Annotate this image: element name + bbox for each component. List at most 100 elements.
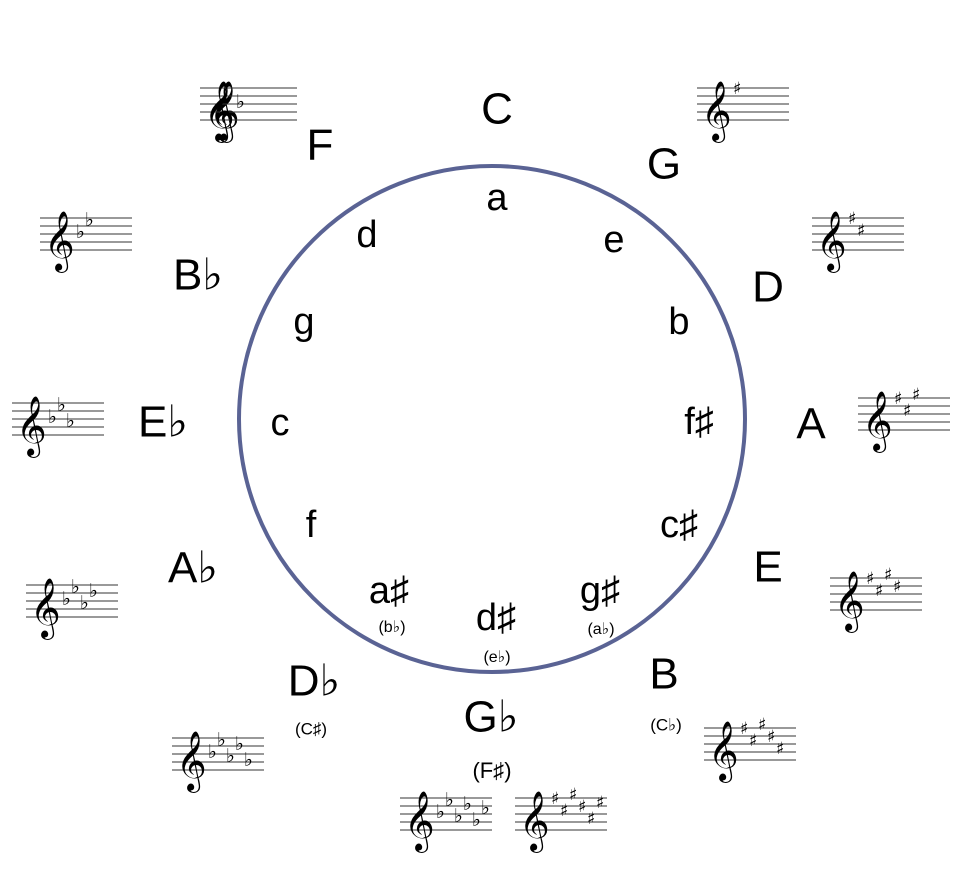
sharp-accidental-icon: ♯ (893, 577, 901, 597)
flat-accidental-icon: ♭ (85, 209, 94, 231)
sharp-accidental-icon: ♯ (587, 809, 595, 829)
treble-clef-icon: 𝄞 (701, 81, 732, 143)
major-key-db: D♭ (288, 657, 341, 706)
sharp-accidental-icon: ♯ (569, 785, 577, 805)
sharp-accidental-icon: ♯ (740, 719, 748, 739)
sharp-accidental-icon: ♯ (560, 801, 568, 821)
major-key-bb: B♭ (173, 251, 223, 300)
major-key-f: F (307, 121, 334, 170)
minor-key-fs: f♯ (684, 401, 714, 443)
flat-accidental-icon: ♭ (71, 576, 80, 598)
flat-accidental-icon: ♭ (454, 805, 463, 827)
minor-key-as: a♯ (369, 570, 409, 612)
sharp-accidental-icon: ♯ (596, 793, 604, 813)
flat-accidental-icon: ♭ (62, 588, 71, 610)
minor-key-cs: c♯ (660, 504, 698, 546)
treble-clef-icon: 𝄞 (204, 81, 235, 143)
sharp-accidental-icon: ♯ (733, 79, 741, 99)
flat-accidental-icon: ♭ (244, 749, 253, 771)
flat-accidental-icon: ♭ (472, 809, 481, 831)
sharp-accidental-icon: ♯ (758, 715, 766, 735)
staff-b: 𝄞♯♯♯♯♯ (704, 715, 796, 783)
minor-key-d: d (356, 214, 377, 256)
treble-clef-icon: 𝄞 (862, 391, 893, 453)
flat-accidental-icon: ♭ (481, 797, 490, 819)
minor-key-g: g (293, 301, 314, 343)
flat-accidental-icon: ♭ (80, 592, 89, 614)
flat-accidental-icon: ♭ (57, 394, 66, 416)
flat-accidental-icon: ♭ (66, 410, 75, 432)
sharp-accidental-icon: ♯ (848, 209, 856, 229)
minor-key-alt-ds: (e♭) (483, 649, 510, 666)
staff-eb: 𝄞♭♭♭ (12, 394, 104, 458)
major-key-eb: E♭ (138, 398, 188, 447)
treble-clef-icon: 𝄞 (708, 721, 739, 783)
sharp-accidental-icon: ♯ (866, 569, 874, 589)
sharp-accidental-icon: ♯ (776, 739, 784, 759)
minor-key-alt-gs: (a♭) (587, 621, 614, 638)
sharp-accidental-icon: ♯ (875, 581, 883, 601)
major-key-d: D (752, 263, 784, 312)
sharp-accidental-icon: ♯ (857, 221, 865, 241)
sharp-accidental-icon: ♯ (578, 797, 586, 817)
major-key-c: C (481, 85, 513, 134)
minor-key-labels: a e b f♯ c♯ g♯ (a♭) d♯ (e♭) a♯ (b♭) f c g d (271, 177, 714, 666)
major-key-e: E (753, 543, 782, 592)
treble-clef-icon: 𝄞 (816, 211, 847, 273)
sharp-accidental-icon: ♯ (767, 727, 775, 747)
sharp-accidental-icon: ♯ (912, 385, 920, 405)
staff-d: 𝄞♯♯ (812, 209, 904, 273)
treble-clef-icon: 𝄞 (176, 731, 207, 793)
minor-key-alt-as: (b♭) (378, 619, 405, 636)
flat-accidental-icon: ♭ (76, 221, 85, 243)
flat-accidental-icon: ♭ (226, 745, 235, 767)
flat-accidental-icon: ♭ (236, 91, 245, 113)
major-key-alt-db: (C♯) (295, 719, 327, 738)
staff-e: 𝄞♯♯♯♯ (830, 565, 922, 633)
flat-accidental-icon: ♭ (208, 741, 217, 763)
major-key-gb: G♭ (464, 693, 519, 742)
major-key-alt-gb: (F♯) (472, 758, 511, 783)
treble-clef-icon: 𝄞 (16, 396, 47, 458)
major-key-a: A (796, 400, 826, 449)
staff-gb-sharp: 𝄞♯♯♯♯♯♯ (515, 785, 607, 853)
staff-a: 𝄞♯♯♯ (858, 385, 950, 453)
key-signature-staves: 𝄞𝄞♯𝄞♯♯𝄞♯♯♯𝄞♯♯♯♯𝄞♯♯♯♯♯𝄞♭♭♭♭♭♭𝄞♯♯♯♯♯♯𝄞♭♭♭♭… (12, 79, 950, 853)
minor-key-gs: g♯ (580, 570, 620, 612)
staff-ab: 𝄞♭♭♭♭ (26, 576, 118, 640)
flat-accidental-icon: ♭ (463, 793, 472, 815)
minor-key-b: b (668, 301, 689, 343)
flat-accidental-icon: ♭ (445, 789, 454, 811)
minor-key-f: f (306, 504, 317, 546)
treble-clef-icon: 𝄞 (44, 211, 75, 273)
flat-accidental-icon: ♭ (235, 733, 244, 755)
staff-g: 𝄞♯ (697, 79, 789, 143)
flat-accidental-icon: ♭ (48, 406, 57, 428)
treble-clef-icon: 𝄞 (519, 791, 550, 853)
minor-key-ds: d♯ (476, 597, 516, 639)
sharp-accidental-icon: ♯ (903, 401, 911, 421)
staff-f: 𝄞♭ (200, 81, 292, 143)
major-key-ab: A♭ (168, 544, 218, 593)
treble-clef-icon: 𝄞 (30, 578, 61, 640)
staff-bb: 𝄞♭♭ (40, 209, 132, 273)
major-key-g: G (647, 140, 681, 189)
sharp-accidental-icon: ♯ (551, 789, 559, 809)
sharp-accidental-icon: ♯ (749, 731, 757, 751)
treble-clef-icon: 𝄞 (404, 791, 435, 853)
staff-db: 𝄞♭♭♭♭♭ (172, 729, 264, 793)
flat-accidental-icon: ♭ (436, 801, 445, 823)
circle-ring (237, 164, 747, 674)
sharp-accidental-icon: ♯ (894, 389, 902, 409)
sharp-accidental-icon: ♯ (884, 565, 892, 585)
flat-accidental-icon: ♭ (89, 580, 98, 602)
flat-accidental-icon: ♭ (217, 729, 226, 751)
staff-gb-flat: 𝄞♭♭♭♭♭♭ (400, 789, 492, 853)
major-key-alt-b: (C♭) (650, 715, 682, 734)
minor-key-a: a (486, 177, 508, 219)
major-key-labels: C G D A E B (C♭) G♭ (F♯) D♭ (C♯) A♭ E♭ B♭ F (138, 85, 826, 783)
major-key-b: B (649, 650, 678, 699)
minor-key-c: c (271, 402, 290, 444)
minor-key-e: e (603, 219, 624, 261)
